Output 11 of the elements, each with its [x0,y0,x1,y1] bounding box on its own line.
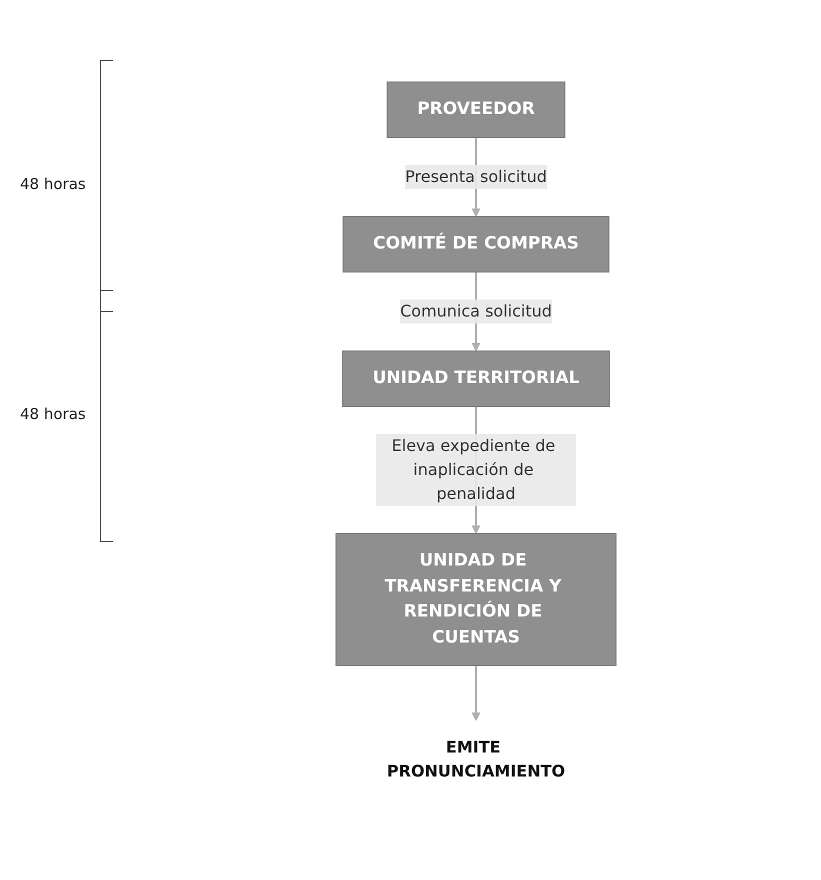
node-text: EMITE PRONUNCIAMIENTO [386,737,565,780]
node-box: UNIDAD TERRITORIAL [342,350,610,407]
node-box: COMITÉ DE COMPRAS [342,216,609,272]
edge-label: Eleva expediente de inaplicación de penalidad [391,436,555,503]
duration-label: 48 horas [20,175,86,193]
node-box: PROVEEDOR [386,81,565,138]
duration-label: 48 horas [20,405,86,423]
edge-label: Presenta solicitud [404,166,546,186]
arrow [471,665,480,721]
node-box: UNIDAD DE TRANSFERENCIA Y RENDICIÓN DE CUENTAS [335,532,616,666]
edge-label: Comunica solicitud [400,301,552,320]
